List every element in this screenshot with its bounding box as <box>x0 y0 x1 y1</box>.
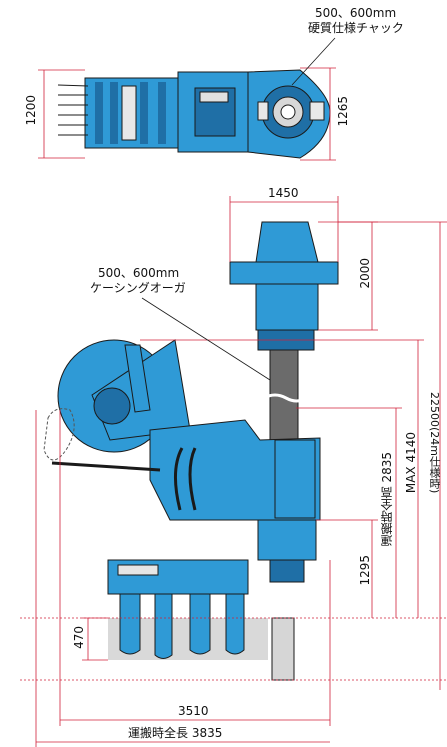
side-view-dimensions <box>20 196 447 747</box>
dim-lower-height: 1295 <box>358 555 372 586</box>
dim-head-width: 1450 <box>268 186 299 200</box>
top-view-machine <box>57 69 331 159</box>
side-view-machine <box>43 221 339 681</box>
auger-label-type: ケーシングオーガ <box>90 281 186 295</box>
dim-track-height: 470 <box>72 626 86 649</box>
chuck-label-size: 500、600mm <box>315 6 397 20</box>
dim-head-height: 2000 <box>358 258 372 289</box>
dim-transport-length: 運搬時全長 3835 <box>128 726 223 740</box>
top-view-dimensions <box>38 37 336 161</box>
dim-total-height: 22500(24m仕様時) <box>428 392 441 494</box>
auger-label-size: 500、600mm <box>98 266 180 280</box>
dim-top-width-left: 1200 <box>24 95 38 126</box>
dim-top-width-right: 1265 <box>336 96 350 127</box>
dim-length: 3510 <box>178 704 209 718</box>
chuck-label-type: 硬質仕様チャック <box>308 21 404 35</box>
dim-max-height: MAX 4140 <box>404 432 418 494</box>
dim-transport-height: 運搬時全高 2835 <box>380 452 394 547</box>
